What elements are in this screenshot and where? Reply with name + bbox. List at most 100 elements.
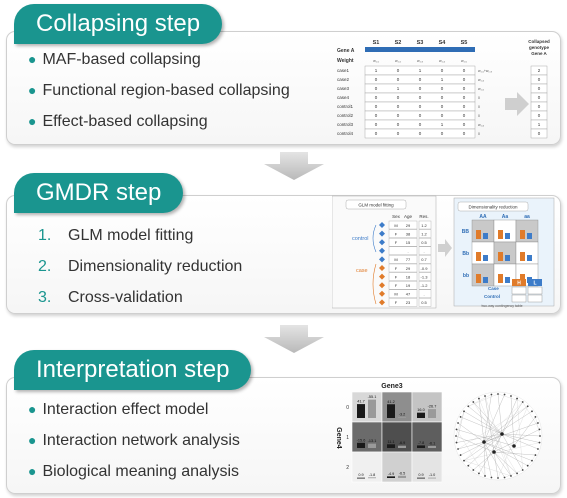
heatmap-value: -13.1	[368, 439, 377, 443]
interaction-network-figure	[453, 391, 543, 481]
list-item: ● Effect-based collapsing	[28, 106, 290, 137]
cell-value: 0	[419, 122, 422, 127]
dr-case-bar	[520, 230, 525, 239]
network-edge	[493, 451, 499, 479]
heatmap-value: -6.1	[429, 441, 436, 445]
glm-cell: 18	[406, 274, 411, 279]
network-node	[472, 401, 475, 403]
glm-res-box	[418, 280, 432, 290]
case-sample-icon	[379, 299, 385, 306]
contingency-cell	[511, 294, 527, 303]
genotype-value: 0	[538, 113, 541, 118]
glm-cell: 29	[406, 223, 411, 228]
network-node	[490, 476, 493, 479]
dr-h-header	[512, 279, 526, 286]
bullet-icon: ●	[28, 51, 37, 67]
heatmap-bar	[357, 477, 365, 479]
weighted-sum: 0	[478, 105, 480, 109]
cell-value: 0	[397, 104, 400, 109]
glm-row-box	[388, 280, 418, 290]
network-edge	[483, 394, 492, 443]
heatmap-bar	[428, 477, 436, 479]
dr-case-bar	[476, 274, 481, 283]
dr-control-bar	[483, 277, 488, 283]
network-node	[526, 405, 529, 408]
dr-case-bar	[498, 252, 503, 261]
heatmap-cell	[411, 421, 442, 453]
glm-row-box	[388, 238, 418, 247]
contingency-cell	[527, 294, 543, 303]
genotype-box	[530, 128, 548, 139]
network-edge	[493, 398, 518, 453]
network-node	[457, 448, 459, 450]
heatmap-value: -3.2	[399, 412, 406, 416]
network-node	[463, 410, 465, 413]
network-edge	[504, 469, 523, 478]
cell-value: 0	[375, 113, 378, 118]
bullet-icon: ●	[28, 463, 37, 479]
dr-control-bar	[527, 255, 532, 261]
cell-value: 0	[397, 131, 400, 136]
dr-l-header	[528, 279, 542, 286]
network-node	[455, 428, 458, 431]
dr-control-label: Control	[484, 294, 500, 299]
contingency-cell	[511, 286, 527, 295]
heatmap-bar	[398, 416, 406, 418]
network-node	[497, 477, 499, 479]
network-node	[459, 454, 462, 456]
dr-control-bar	[483, 233, 488, 239]
glm-cell: 1.2	[421, 231, 427, 236]
cell-value: 1	[441, 122, 444, 127]
cell-value: 0	[441, 68, 444, 73]
network-edge	[501, 433, 523, 471]
list-item: ● MAF-based collapsing	[28, 44, 290, 75]
weighted-sum: w₁,₂	[478, 87, 485, 91]
dr-row-label: bb	[463, 273, 469, 279]
network-edge	[522, 401, 540, 430]
cell-value: 0	[463, 104, 466, 109]
glm-cell: -0.9	[421, 266, 429, 271]
network-edge	[493, 451, 512, 477]
network-node	[534, 454, 537, 456]
glm-row-box	[388, 229, 418, 238]
cell-value: 0	[419, 86, 422, 91]
glm-header: Sex	[392, 214, 401, 219]
dr-control-bar	[505, 233, 510, 239]
network-edge	[468, 394, 492, 407]
dr-control-bar	[505, 277, 510, 283]
heatmap-bar	[417, 477, 425, 479]
network-edge	[483, 422, 538, 443]
glm-cell: F	[395, 300, 398, 305]
glm-title-box	[345, 199, 407, 210]
cell-value: 0	[419, 113, 422, 118]
heatmap-value: -15.6	[357, 438, 366, 442]
network-node	[478, 472, 480, 475]
network-edge	[456, 429, 486, 477]
down-arrow-icon	[264, 325, 324, 353]
glm-cell: 1.2	[421, 223, 427, 228]
dr-h-label: H	[517, 281, 521, 287]
heatmap-y-label: 2	[346, 465, 349, 471]
bullet-icon: ●	[28, 82, 37, 98]
heatmap-bar	[368, 399, 376, 418]
genotype-value: 0	[538, 77, 541, 82]
glm-case-label: case	[356, 268, 368, 274]
glm-cell: 29	[406, 266, 411, 271]
glm-cell: 47	[406, 292, 411, 297]
cell-value: 1	[375, 68, 378, 73]
network-edge	[484, 396, 512, 476]
network-node	[510, 395, 512, 397]
heatmap-cell	[351, 451, 383, 483]
network-node	[478, 397, 480, 400]
collapsed-genotype-label: Collapsed	[528, 39, 550, 44]
network-edge	[501, 401, 523, 435]
dr-title-box	[457, 201, 529, 212]
heatmap-bar	[357, 442, 365, 448]
dr-caption: two-way contingency table	[481, 304, 522, 308]
genotype-value: 0	[538, 95, 541, 100]
network-edge	[493, 451, 536, 456]
heatmap-bar	[387, 444, 395, 448]
collapsing-step-title: Collapsing step	[14, 4, 223, 44]
network-node	[537, 422, 539, 424]
network-node	[455, 435, 457, 437]
